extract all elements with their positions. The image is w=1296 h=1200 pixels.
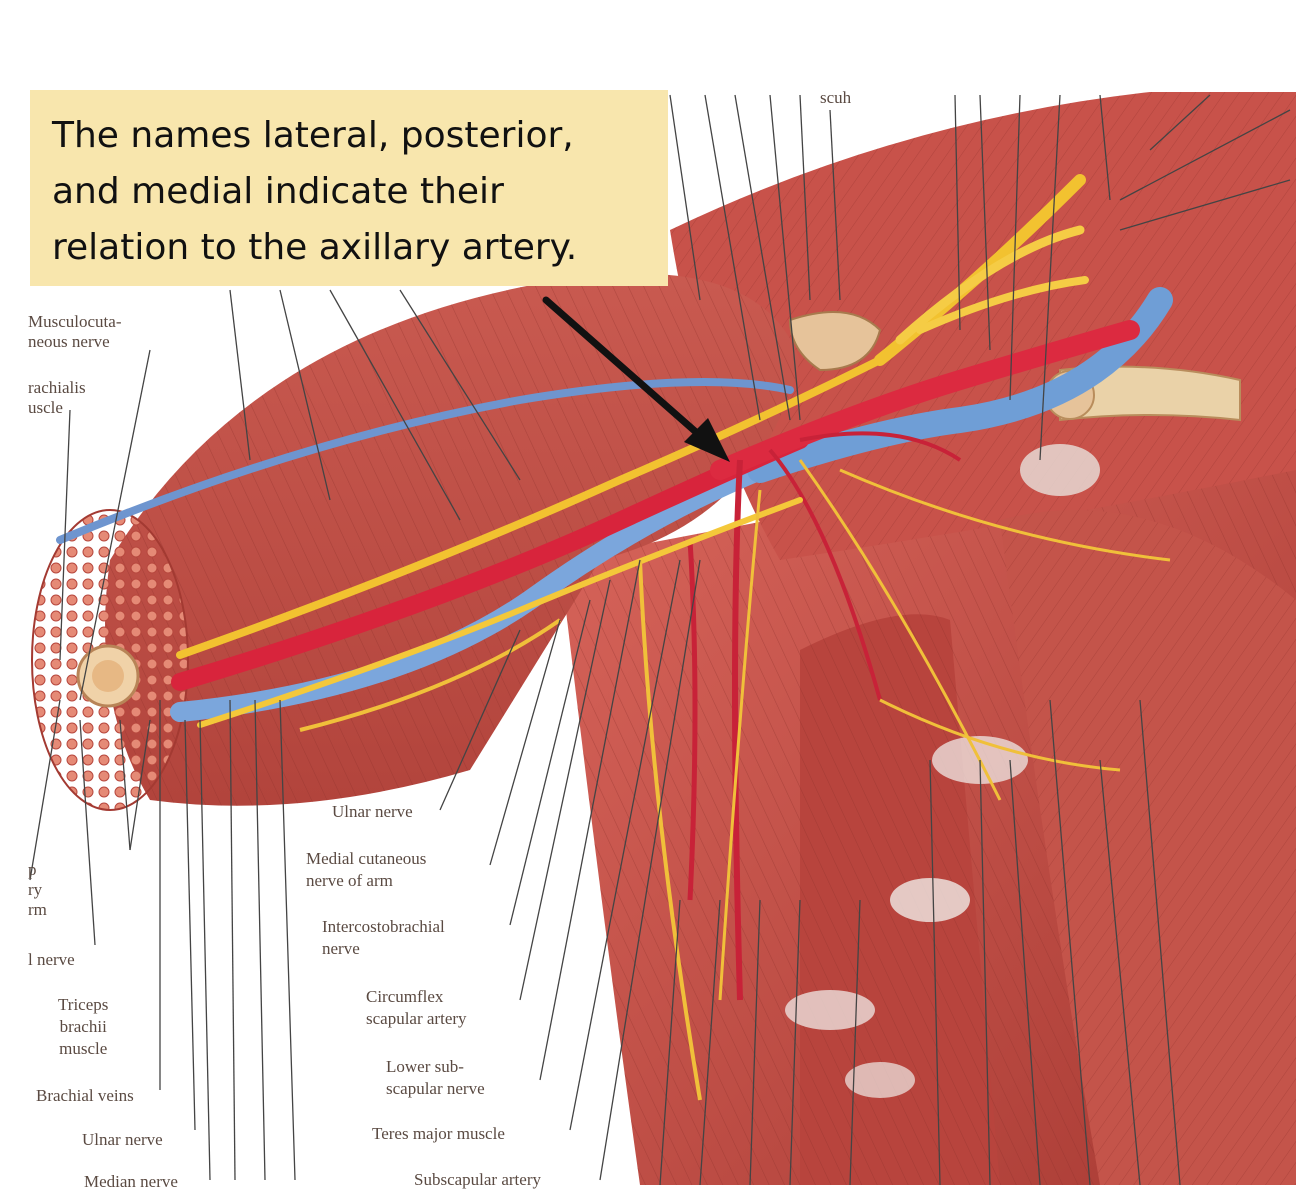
label-brachialis-muscle: rachialis uscle xyxy=(28,378,86,417)
callout-text: The names lateral, posterior, and medial… xyxy=(52,115,578,268)
label-medial-cutaneous-nerve: Medial cutaneous nerve of arm xyxy=(306,849,427,890)
pointer-arrow xyxy=(542,296,730,462)
label-median-nerve: Median nerve xyxy=(84,1172,178,1191)
label-triceps-brachii: Triceps brachii muscle xyxy=(58,995,109,1058)
ulnar-nerve xyxy=(197,497,803,728)
label-intercostobrachial-nerve: Intercostobrachial nerve xyxy=(322,917,445,958)
label-left-partial: p ry rm xyxy=(28,860,47,919)
label-brachial-veins: Brachial veins xyxy=(36,1086,134,1105)
axillary-artery xyxy=(710,320,1140,480)
label-left-nerve: l nerve xyxy=(28,950,75,969)
label-lower-subscapular-nerve: Lower sub- scapular nerve xyxy=(386,1057,485,1098)
label-leader-lines xyxy=(29,94,1291,1186)
callout-box: The names lateral, posterior, and medial… xyxy=(30,90,668,286)
label-teres-major-muscle: Teres major muscle xyxy=(372,1124,505,1143)
label-ulnar-nerve-left: Ulnar nerve xyxy=(82,1130,163,1149)
median-nerve xyxy=(176,356,884,659)
axillary-vein xyxy=(747,287,1173,483)
label-top-scut: scuh xyxy=(820,88,852,107)
label-circumflex-scapular-artery: Circumflex scapular artery xyxy=(366,987,467,1028)
label-subscapular-artery: Subscapular artery xyxy=(414,1170,541,1189)
label-musculocutaneous-nerve: Musculocuta- neous nerve xyxy=(28,312,122,351)
label-ulnar-nerve: Ulnar nerve xyxy=(332,802,413,821)
cephalic-vein xyxy=(56,378,794,544)
